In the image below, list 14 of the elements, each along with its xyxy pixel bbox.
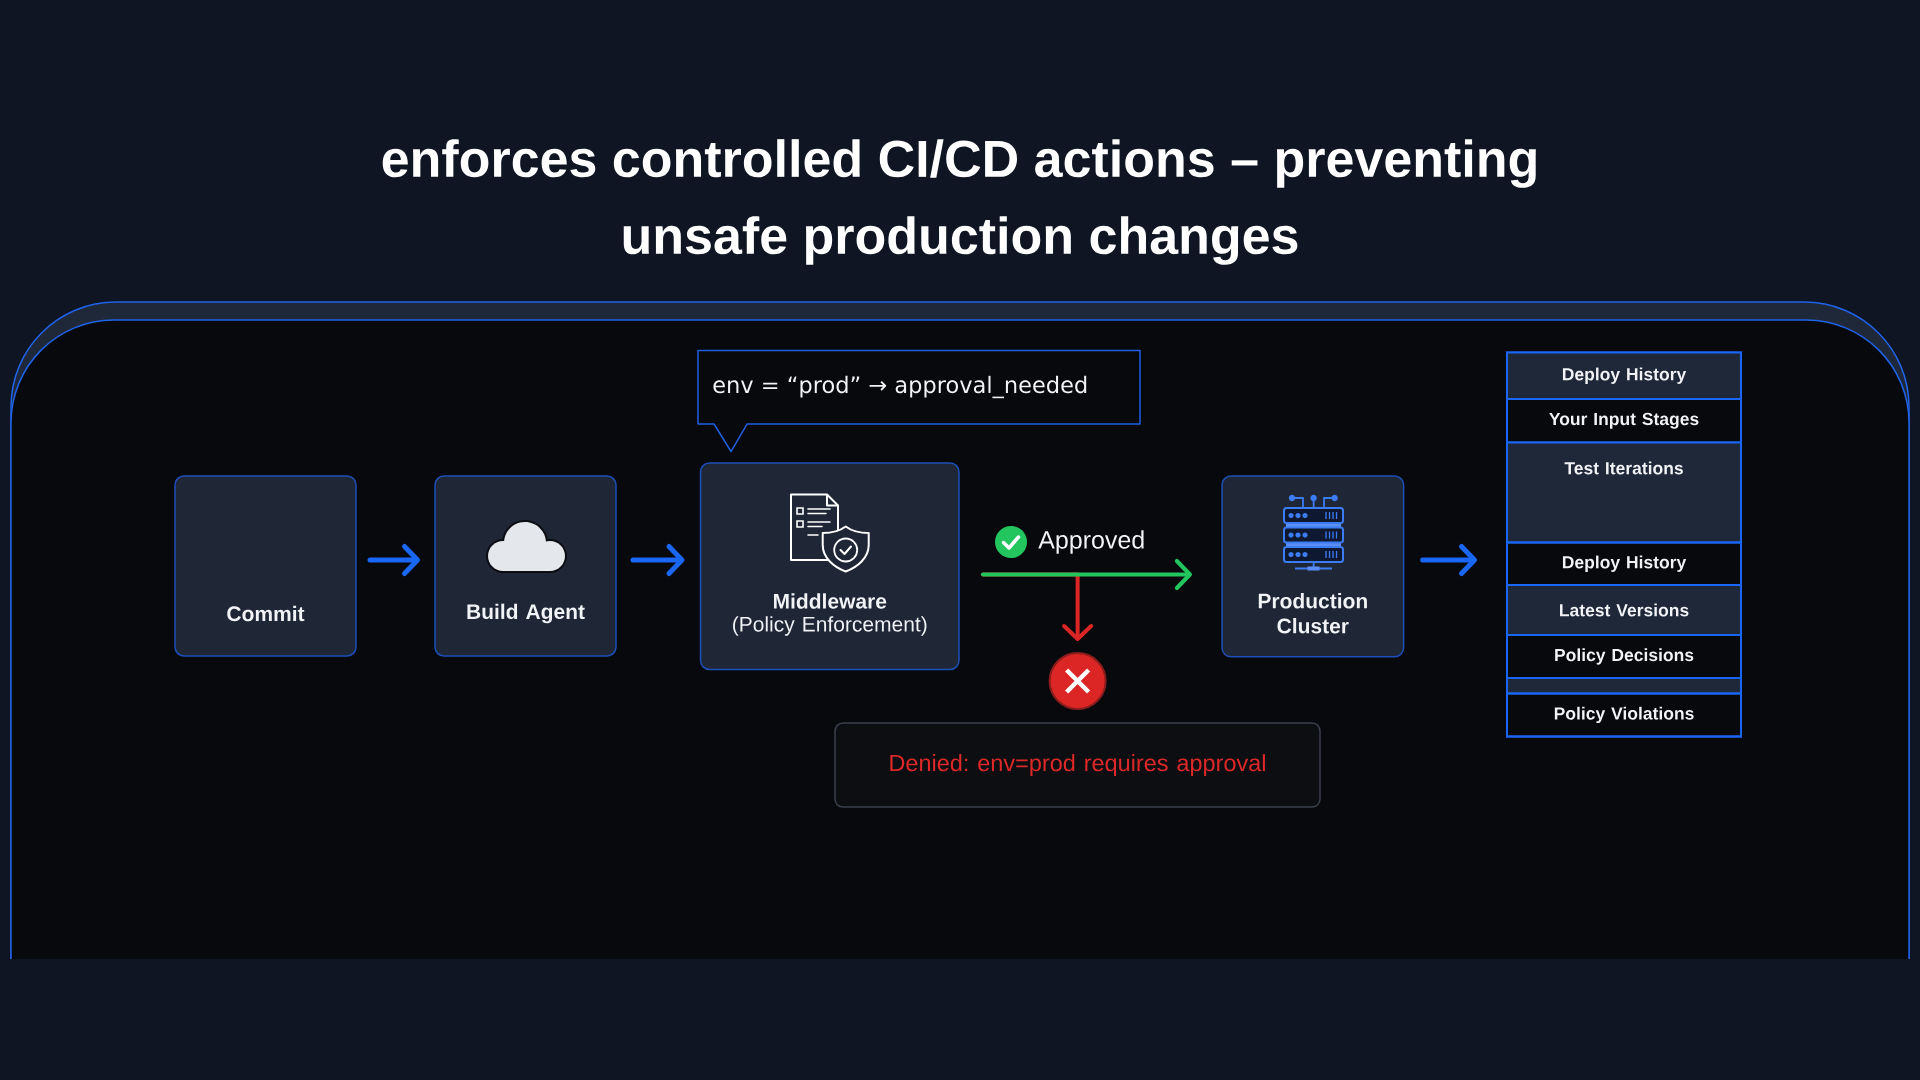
- list-item: Latest Versions: [1506, 584, 1742, 636]
- message-box: Denied: env=prod requires approval: [834, 722, 1321, 808]
- arrow: [980, 558, 1192, 591]
- edge-label: Approved: [1038, 530, 1144, 554]
- cross-circle-icon: [1048, 652, 1107, 710]
- speech-bubble: env = “prod” → approval_needed: [697, 349, 1141, 453]
- process-box: Middleware (Policy Enforcement): [699, 462, 960, 671]
- list-item: Deploy History: [1506, 351, 1742, 400]
- list-item: Policy Violations: [1506, 692, 1742, 738]
- process-box: Build Agent: [434, 475, 617, 657]
- title: enforces controlled CI/CD actions – preventing unsafe production changes: [382, 139, 1536, 265]
- process-box: Commit: [174, 475, 357, 657]
- list-item: Test Iterations: [1506, 441, 1742, 544]
- list-row: [1506, 677, 1742, 695]
